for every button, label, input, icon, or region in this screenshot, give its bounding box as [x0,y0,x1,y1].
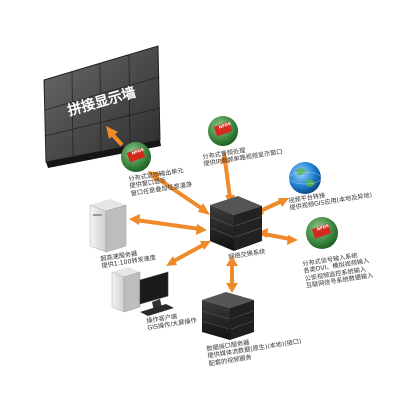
network-switch [210,196,262,251]
server-tower [89,199,127,253]
globe-icon [288,162,322,194]
pc-workstation [111,267,174,316]
top-processor-icon [208,116,238,146]
connection-arrows [106,126,298,293]
rack-server [202,292,254,340]
right-processor-icon [306,217,338,249]
wall-processor-icon [121,142,151,172]
